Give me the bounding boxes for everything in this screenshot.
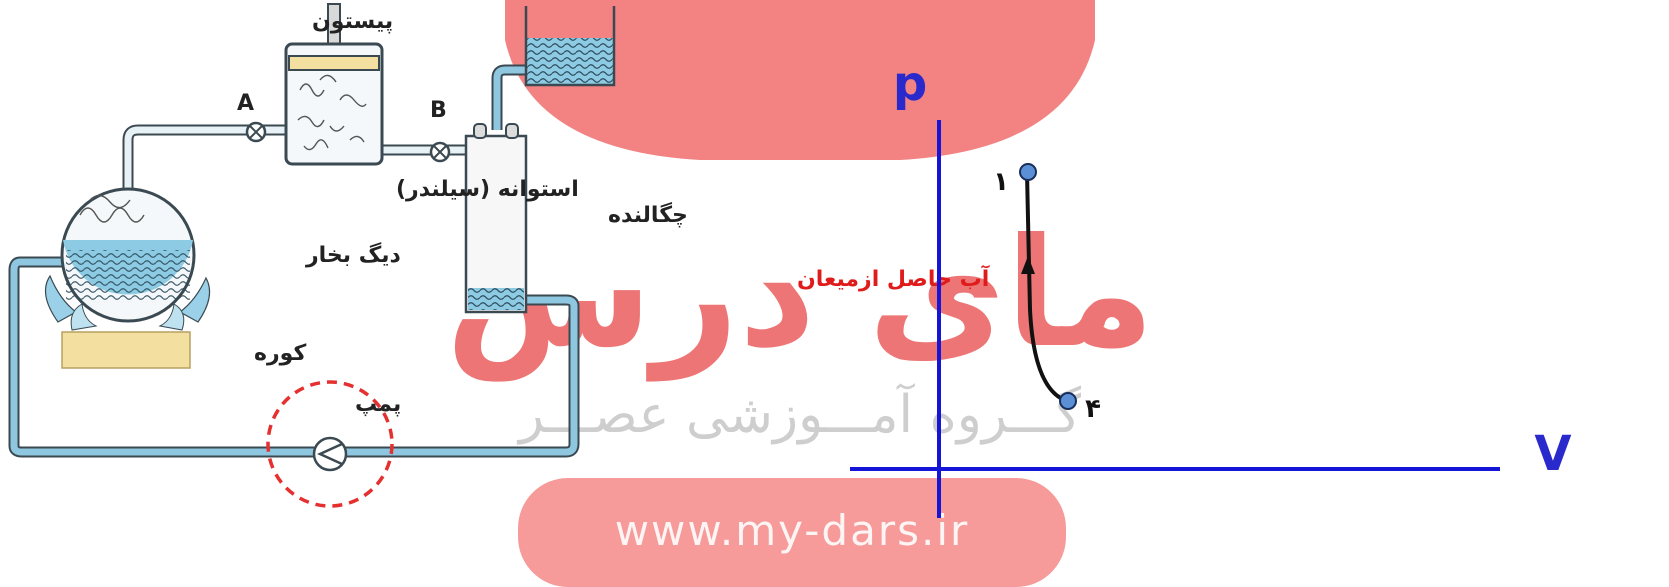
point-4 [1059, 392, 1077, 410]
process-direction-arrow [1021, 256, 1035, 274]
valve-b [429, 141, 451, 163]
label-valve-b: B [430, 98, 447, 123]
steam-engine-schematic: پیستون A B استوانه (سیلندر) چگالنده دیگ … [8, 3, 990, 508]
cylinder [284, 42, 384, 166]
label-valve-a: A [237, 91, 254, 116]
watermark-top-shape [505, 0, 1095, 160]
watermark: مای درس گـــروه آمـــوزشی عصـــر www.my-… [445, 0, 1155, 587]
label-cylinder: استوانه (سیلندر) [396, 177, 579, 202]
pump-highlight-ring [266, 380, 394, 508]
label-boiler: دیگ بخار [305, 241, 401, 268]
x-axis-label: V [1534, 426, 1571, 482]
water-tank [524, 6, 616, 87]
watermark-url-pill [518, 478, 1066, 587]
label-piston: پیستون [312, 9, 393, 34]
point-1 [1019, 163, 1037, 181]
label-condensed-water: آب حاصل ازمیعان [797, 264, 990, 292]
pump [312, 436, 348, 472]
pv-graph: p V ۱ ۴ [850, 56, 1572, 518]
label-furnace: کوره [254, 341, 306, 366]
condenser [464, 123, 528, 314]
watermark-group: گـــروه آمـــوزشی عصـــر [516, 382, 1081, 445]
label-pump: پمپ [355, 392, 401, 417]
steam-pipe-a [122, 124, 292, 190]
point-4-label: ۴ [1085, 394, 1101, 424]
process-curve-4-to-1 [1025, 172, 1068, 403]
boiler [60, 187, 196, 323]
flames [44, 274, 211, 331]
point-1-label: ۱ [993, 167, 1009, 197]
watermark-url: www.my-dars.ir [615, 506, 970, 555]
y-axis-label: p [893, 56, 927, 112]
furnace [61, 331, 191, 369]
valve-a [245, 121, 267, 143]
label-condenser: چگالنده [608, 201, 688, 228]
